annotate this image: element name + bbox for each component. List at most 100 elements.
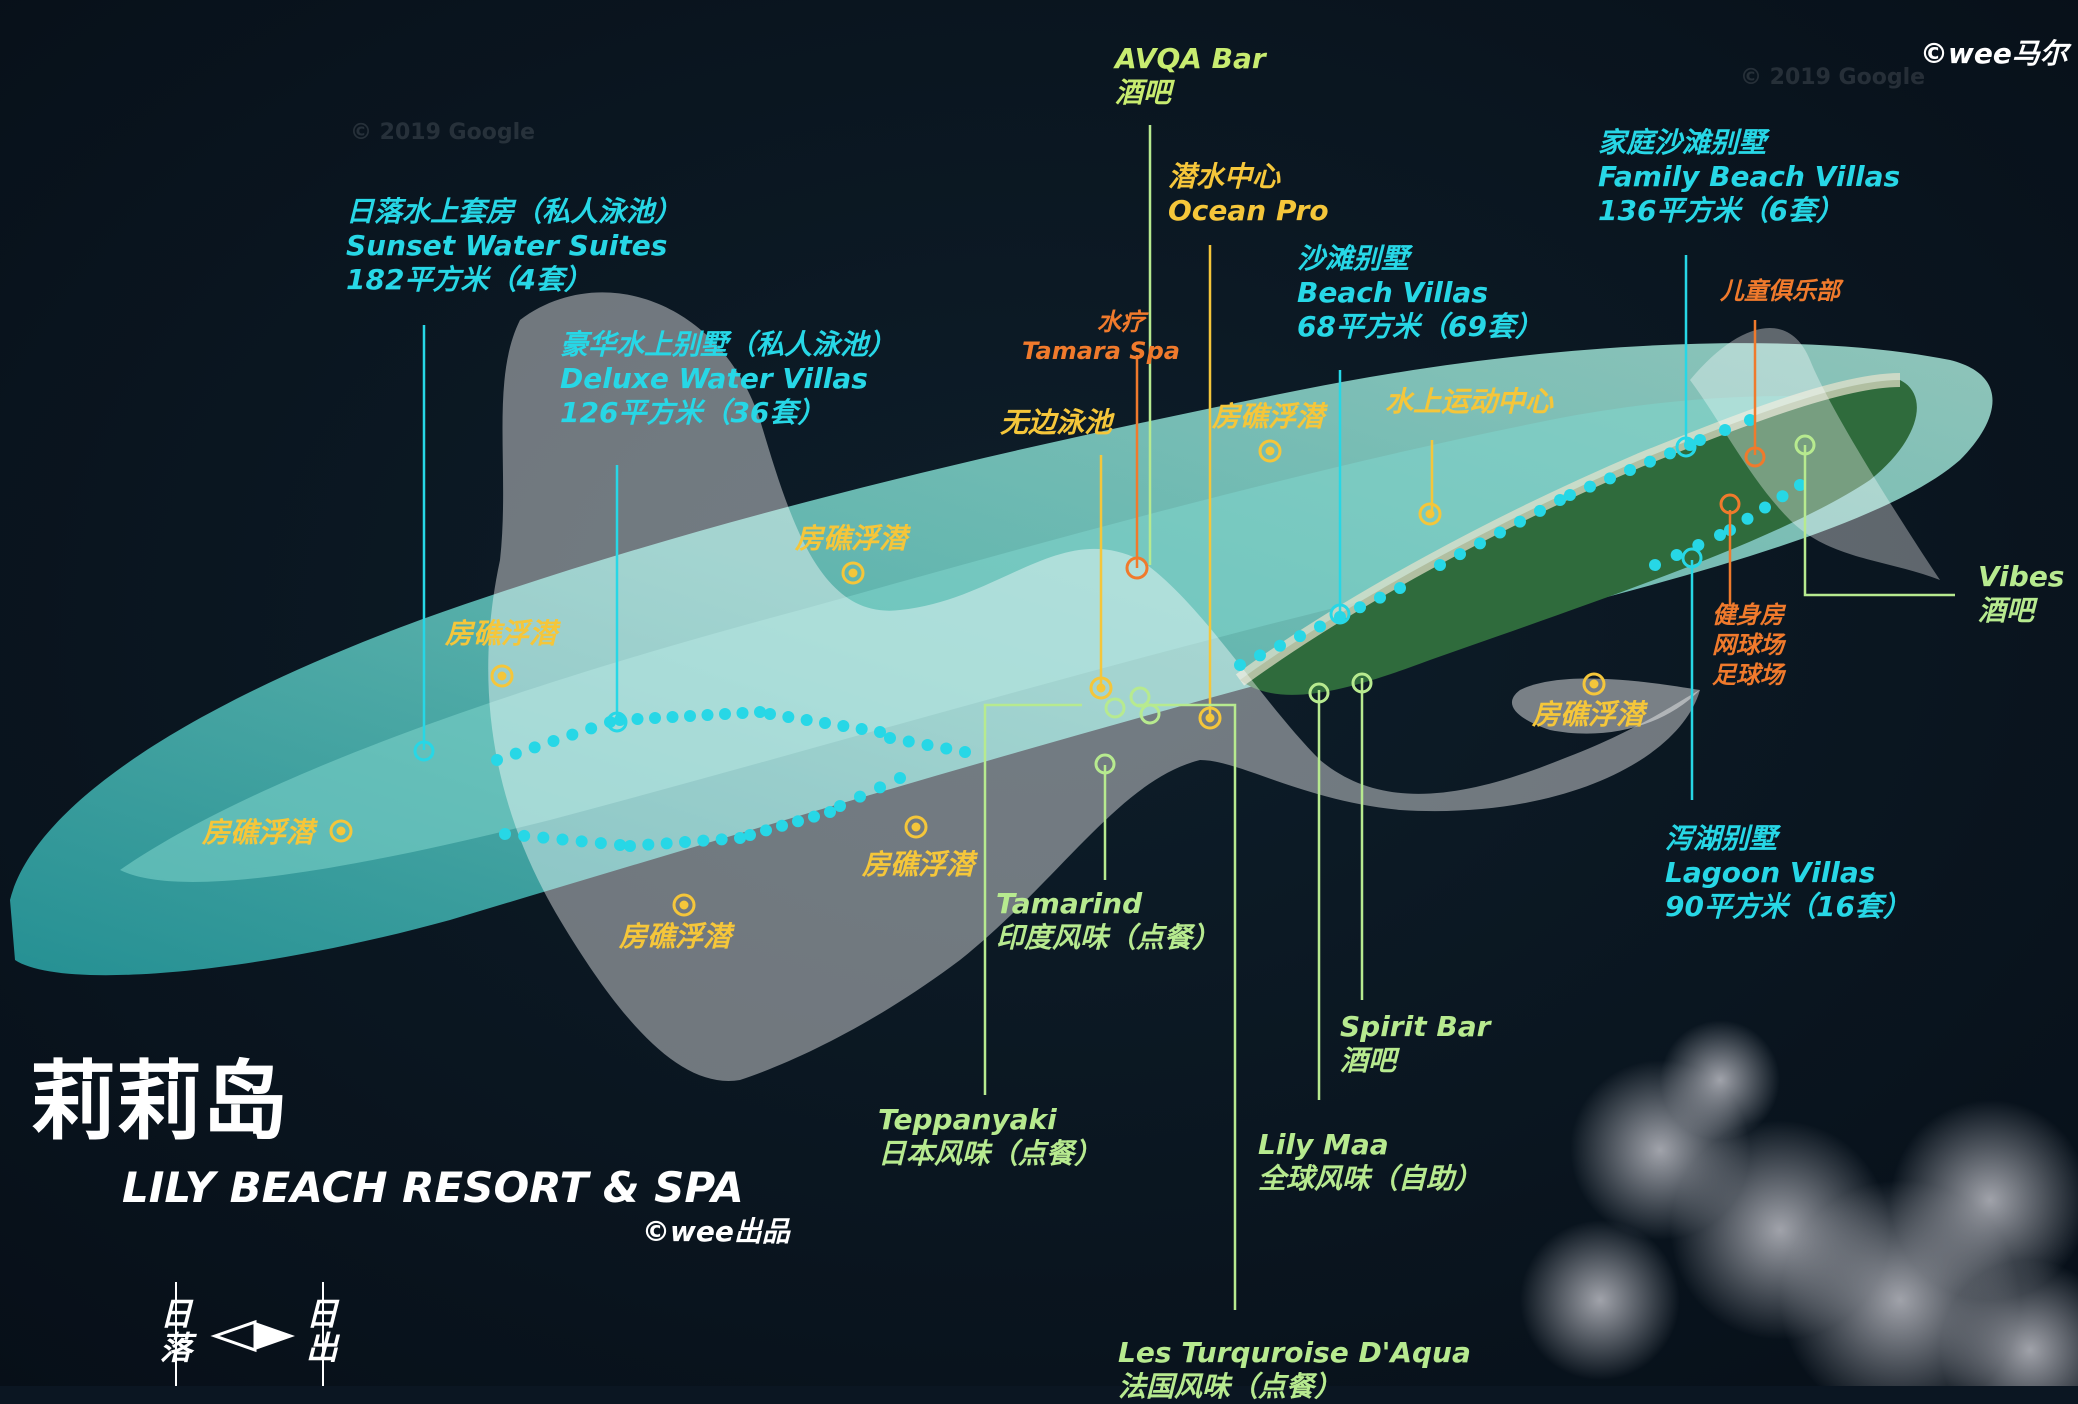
- villa-dot: [719, 708, 731, 720]
- villa-dot: [1604, 472, 1616, 485]
- label-infinity-pool: 无边泳池: [1000, 406, 1113, 439]
- villa-dot: [1670, 549, 1683, 561]
- compass-sunrise-label: 日出: [306, 1295, 339, 1367]
- villa-dot: [1494, 526, 1506, 539]
- villa-dot: [1334, 610, 1346, 623]
- villa-dot: [792, 815, 804, 828]
- villa-dot: [1719, 424, 1731, 436]
- villa-dot: [760, 824, 772, 837]
- villa-dot: [624, 840, 636, 852]
- villa-dot: [1624, 464, 1636, 476]
- villa-dot: [697, 834, 710, 847]
- label-snorkel: 房礁浮潜: [1212, 400, 1325, 433]
- villa-dot: [734, 832, 746, 844]
- villa-dot: [874, 726, 886, 738]
- map-title-en: LILY BEACH RESORT & SPA: [122, 1163, 744, 1212]
- villa-dots: [491, 414, 1806, 852]
- villa-dot: [855, 723, 868, 735]
- villa-dot: [854, 790, 866, 803]
- highlight-blob-lagoon: [1511, 678, 1700, 734]
- compass-arrow: [175, 1282, 324, 1386]
- villa-dot: [819, 717, 831, 729]
- villa-dot: [1714, 529, 1726, 541]
- villa-dot: [1554, 494, 1566, 506]
- villa-dot: [1354, 601, 1366, 614]
- inner-lagoon: [120, 396, 1900, 882]
- villa-dot: [1644, 455, 1656, 468]
- villa-dot: [1374, 591, 1386, 604]
- villa-dot: [1234, 659, 1246, 671]
- highlight-overlay: [488, 292, 1701, 1081]
- villa-dot: [834, 800, 846, 812]
- copyright-top: ©wee马尔: [1920, 37, 2068, 70]
- villa-dot: [1314, 620, 1326, 633]
- villa-dot: [1694, 434, 1706, 446]
- villa-dot: [940, 742, 953, 755]
- label-snorkel: 房礁浮潜: [795, 522, 908, 555]
- villa-dot: [566, 728, 579, 741]
- villa-dot: [1274, 639, 1286, 652]
- villa-dot: [679, 836, 691, 848]
- villa-dot: [1474, 537, 1486, 550]
- villa-dot: [642, 838, 655, 851]
- villa-dot: [575, 835, 588, 848]
- villa-dot: [1649, 559, 1661, 571]
- villa-dot: [1759, 501, 1771, 514]
- villa-dot: [776, 819, 788, 832]
- villa-dot: [666, 711, 679, 723]
- villa-dot: [509, 747, 522, 760]
- villa-dot: [824, 806, 836, 818]
- villa-dot: [528, 741, 541, 754]
- villa-dot: [874, 781, 886, 794]
- map-watermark: © 2019 Google: [1740, 65, 1926, 90]
- villa-dot: [744, 829, 756, 841]
- villa-dot: [1741, 512, 1754, 525]
- villa-dot: [556, 833, 569, 846]
- villa-dot: [1776, 490, 1789, 503]
- label-snorkel: 房礁浮潜: [862, 848, 975, 881]
- villa-dot: [499, 828, 511, 840]
- villa-dot: [1692, 539, 1705, 551]
- villa-dot: [1394, 582, 1406, 594]
- villa-dot: [1794, 479, 1806, 491]
- villa-dot: [660, 837, 673, 850]
- leader-lines: [422, 125, 1955, 1310]
- villa-dot: [1514, 515, 1526, 528]
- villa-dot: [1584, 480, 1596, 493]
- villa-dot: [715, 833, 728, 846]
- villa-dot: [800, 714, 813, 726]
- label-kids-club: 儿童俱乐部: [1720, 277, 1840, 305]
- villa-dot: [631, 713, 644, 725]
- label-snorkel: 房礁浮潜: [1532, 698, 1645, 731]
- clouds: [1520, 1020, 2078, 1386]
- label-water-sports-center: 水上运动中心: [1385, 385, 1554, 418]
- villa-dot: [894, 772, 906, 784]
- villa-dot: [837, 720, 850, 732]
- villa-dot: [547, 735, 560, 747]
- villa-dot: [585, 722, 598, 735]
- villa-dot: [1434, 559, 1446, 571]
- label-gym-courts: 健身房网球场足球场: [1712, 601, 1784, 689]
- compass-sunset-label: 日落: [160, 1295, 193, 1367]
- villa-dot: [782, 711, 795, 723]
- villa-dot: [1454, 548, 1466, 561]
- highlight-wave-right: [1690, 327, 1940, 580]
- villa-dot: [1744, 414, 1756, 426]
- villa-dot: [684, 710, 696, 722]
- villa-dot: [921, 739, 934, 751]
- villa-dot: [594, 837, 607, 850]
- villa-dot: [884, 732, 896, 744]
- villa-dot: [518, 829, 531, 842]
- credit: ©wee出品: [642, 1215, 790, 1248]
